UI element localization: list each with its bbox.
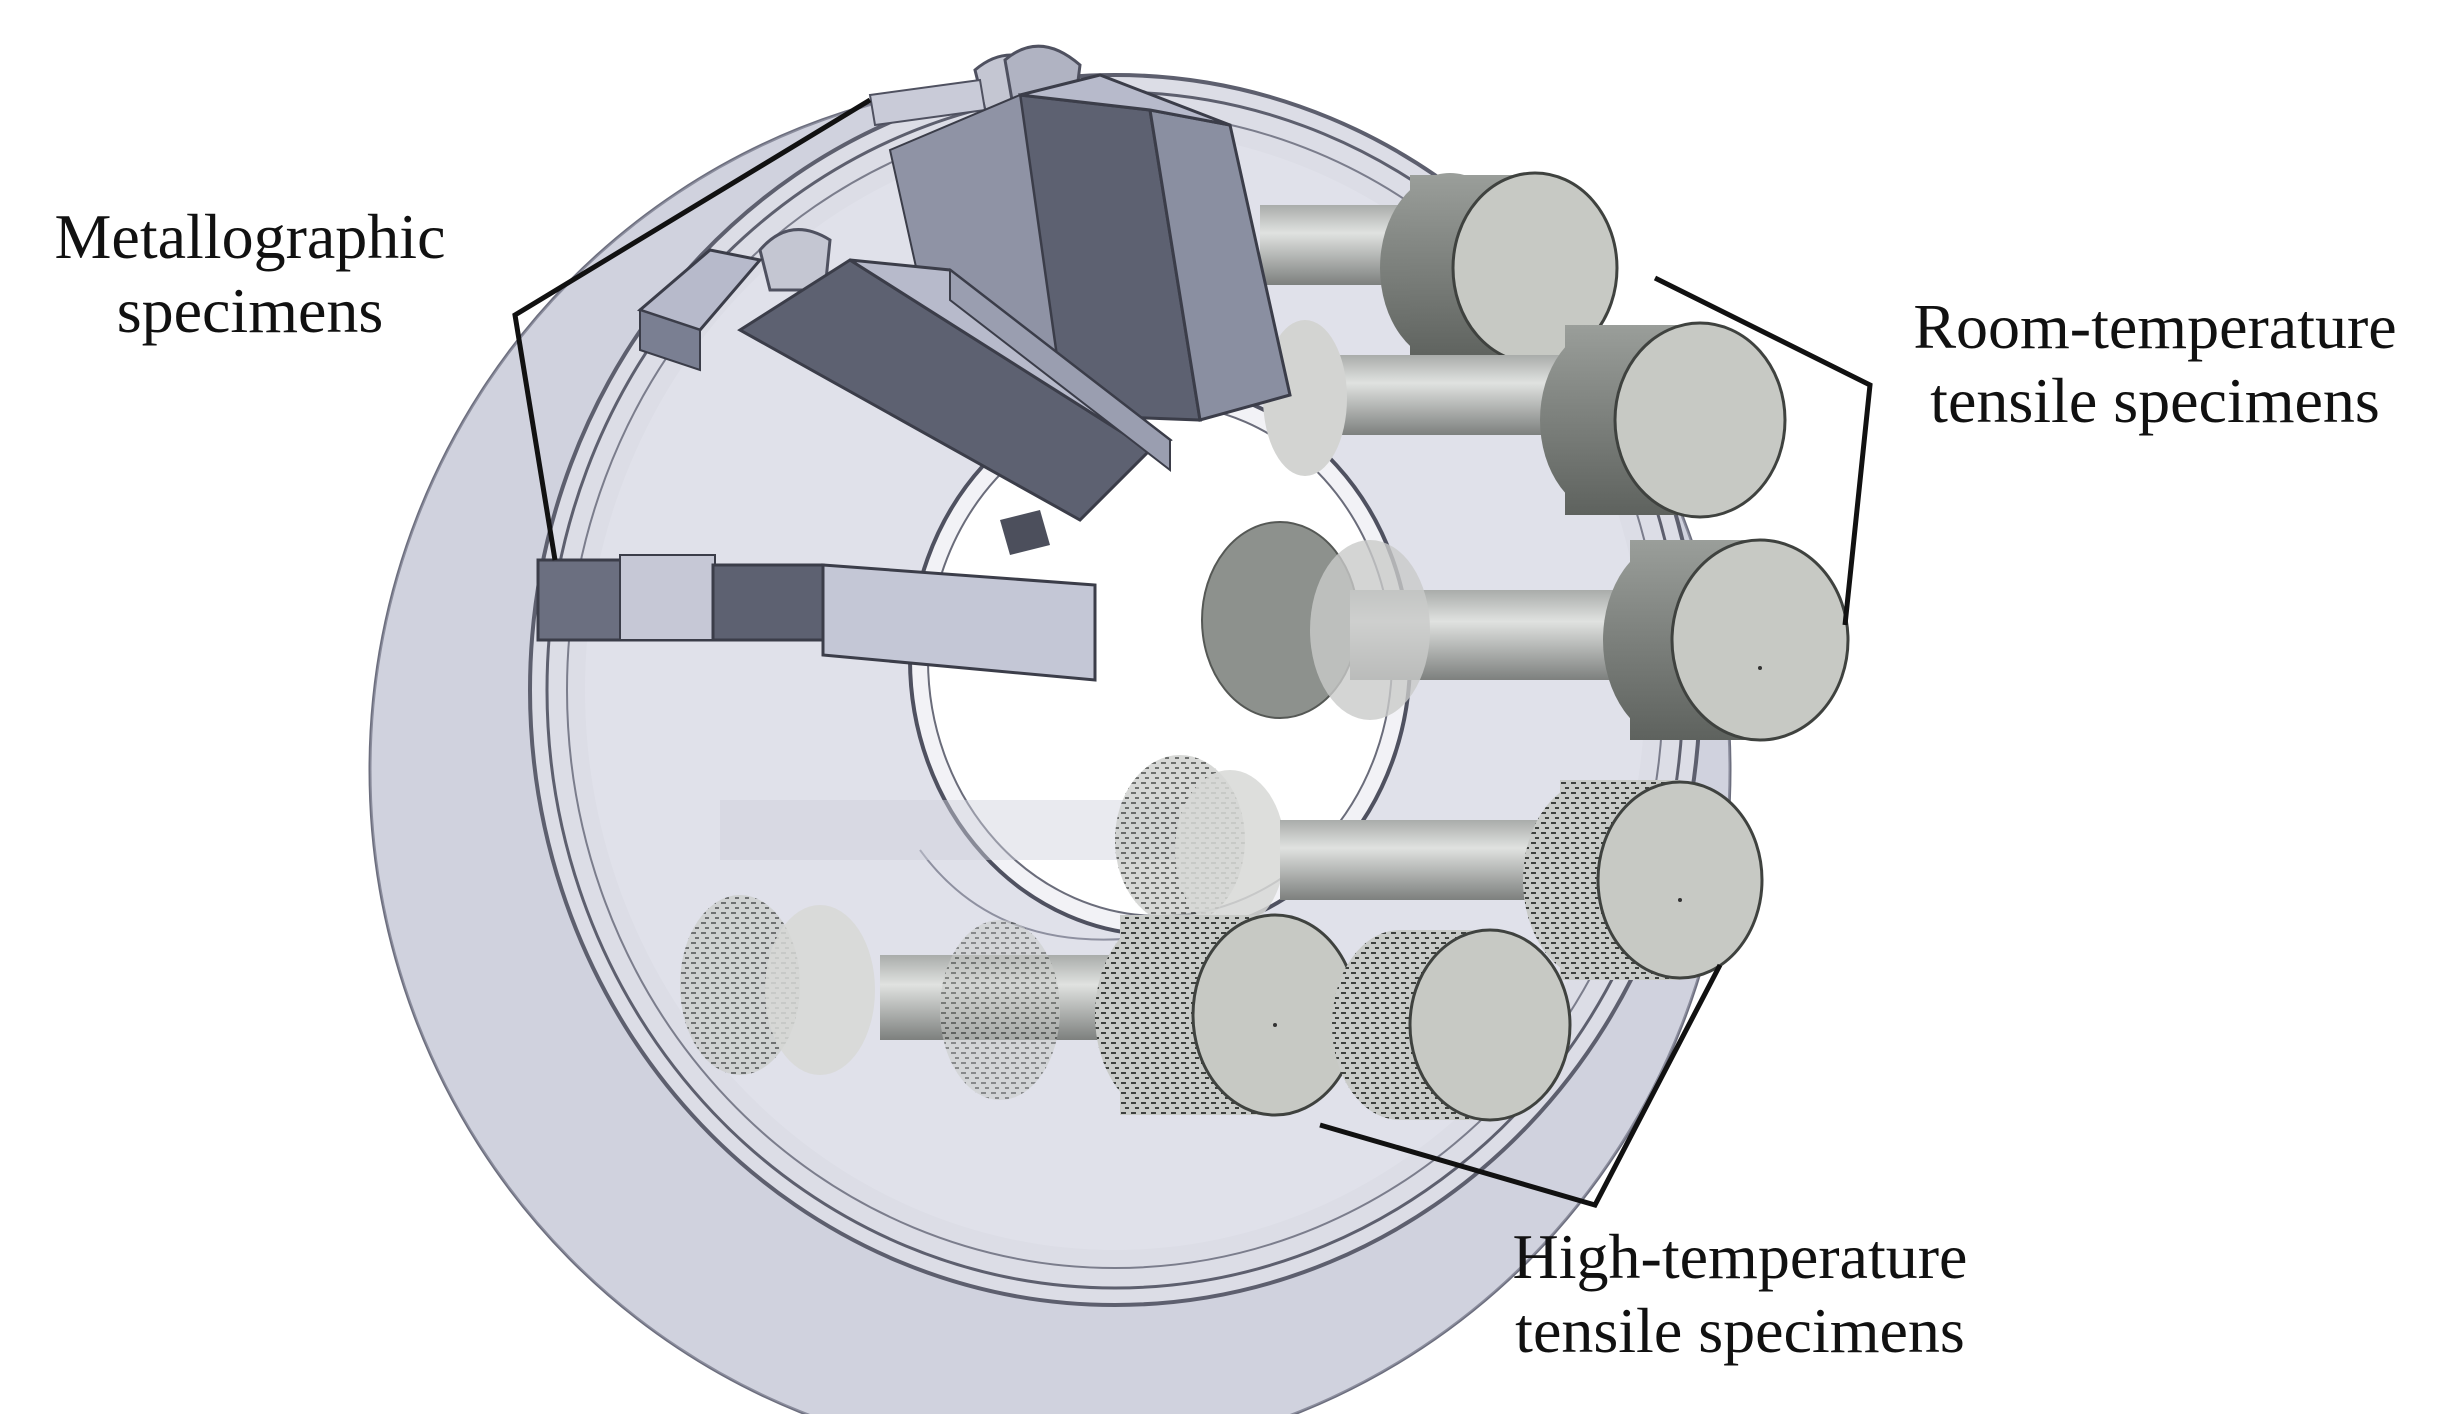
metallographic-bar xyxy=(536,554,1097,682)
room-temp-specimen-3 xyxy=(1201,521,1850,742)
metallographic-specimens-label: Metallographic specimens xyxy=(20,200,480,348)
room-temperature-label-line1: Room-temperature xyxy=(1913,291,2397,362)
metallographic-specimens xyxy=(536,44,1292,682)
high-temp-specimen-3 xyxy=(1332,928,1572,1122)
high-temperature-label-line1: High-temperature xyxy=(1512,1221,1968,1292)
metallographic-leader-line xyxy=(512,97,872,561)
room-temperature-leader-line xyxy=(1653,275,1873,626)
high-temperature-label-line2: tensile specimens xyxy=(1515,1295,1965,1366)
room-temperature-specimens-label: Room-temperature tensile specimens xyxy=(1875,290,2435,438)
metallographic-block-middle xyxy=(637,248,1173,555)
high-temp-specimen-1 xyxy=(1115,755,1764,980)
high-temperature-specimens-label: High-temperature tensile specimens xyxy=(1460,1220,2020,1368)
metallographic-label-line2: specimens xyxy=(116,275,384,346)
high-temperature-specimens xyxy=(680,755,1764,1122)
room-temp-specimen-2 xyxy=(1263,320,1787,519)
room-temperature-specimens xyxy=(1201,171,1850,742)
leader-lines xyxy=(512,97,1873,1208)
high-temperature-leader-line xyxy=(1319,963,1723,1208)
room-temperature-label-line2: tensile specimens xyxy=(1930,365,2380,436)
cap-center-marks xyxy=(1273,666,1762,1027)
metallographic-label-line1: Metallographic xyxy=(54,201,446,272)
high-temp-specimen-2 xyxy=(680,895,1359,1117)
room-temp-specimen-1 xyxy=(1260,171,1619,365)
